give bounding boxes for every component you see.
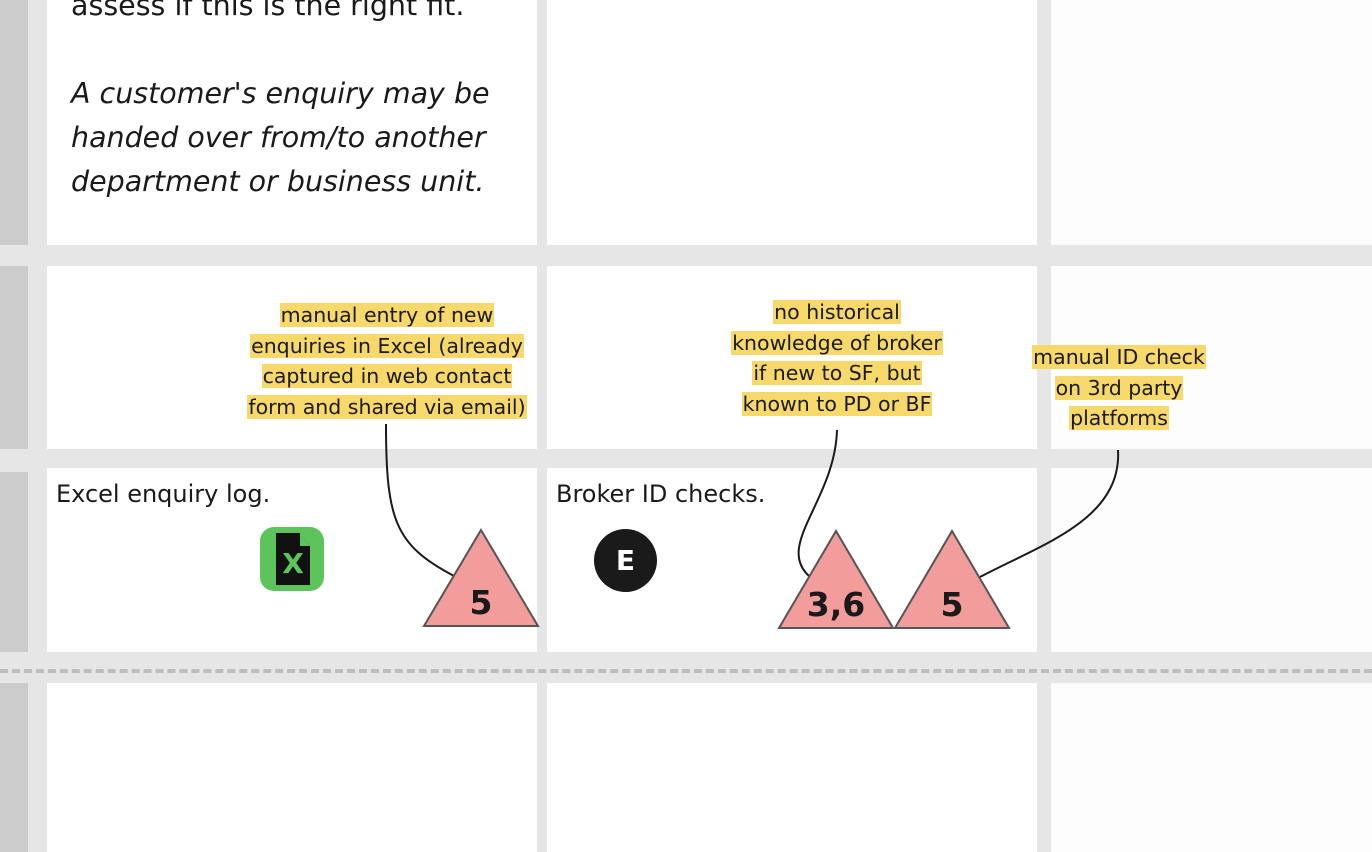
cut-off-text: assess if this is the right fit.	[71, 0, 465, 22]
grid-cell-r4-c2	[547, 683, 1037, 852]
pain-point-label: 5	[469, 583, 493, 622]
grid-cell-r4-c3	[1051, 683, 1372, 852]
grid-cell-r4-c1	[47, 683, 537, 852]
phase-divider	[0, 669, 1372, 673]
grid-cell-r1-c1: assess if this is the right fit. A custo…	[47, 0, 537, 245]
broker-id-checks-label: Broker ID checks.	[556, 480, 766, 508]
grid-cell-r3-c3	[1051, 468, 1372, 652]
pain-point-label: 3,6	[806, 585, 866, 624]
sticky-note-manual-entry[interactable]: manual entry of new enquiries in Excel (…	[247, 303, 527, 420]
e-badge-icon[interactable]: E	[594, 529, 657, 592]
excel-file-icon[interactable]: X	[260, 527, 324, 591]
sticky-note-broker-history[interactable]: no historical knowledge of broker if new…	[731, 300, 943, 417]
handover-note: A customer's enquiry may be handed over …	[71, 77, 490, 198]
lane-rail-1	[0, 0, 28, 245]
grid-cell-r1-c2	[547, 0, 1037, 245]
grid-cell-r2-c2	[547, 266, 1037, 449]
lane-rail-3	[0, 472, 28, 652]
lane-rail-4	[0, 683, 28, 852]
pain-point-label: 5	[940, 585, 964, 624]
lane-rail-2	[0, 266, 28, 449]
grid-cell-r1-c3	[1051, 0, 1372, 245]
sticky-note-manual-id-check[interactable]: manual ID check on 3rd party platforms	[1032, 345, 1206, 431]
excel-enquiry-log-label: Excel enquiry log.	[56, 480, 271, 508]
step-description: assess if this is the right fit. A custo…	[71, 0, 521, 204]
